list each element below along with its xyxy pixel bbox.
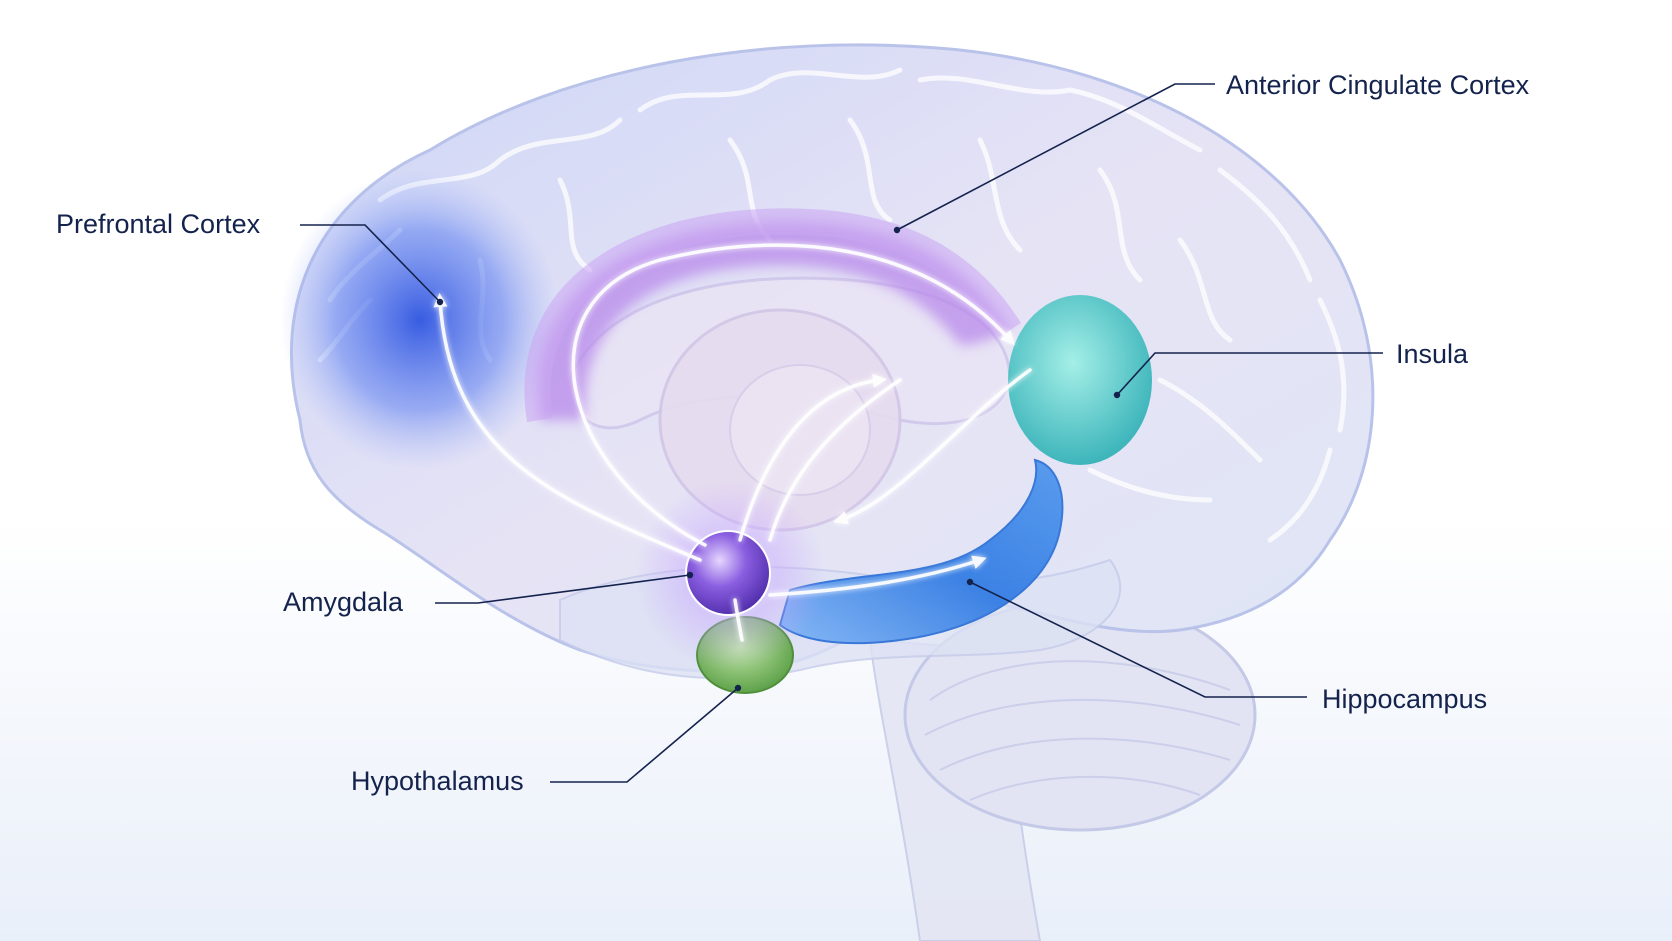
leader-insula <box>1113 352 1383 399</box>
label-amygdala: Amygdala <box>283 587 404 617</box>
label-hippocampus: Hippocampus <box>1322 684 1488 714</box>
label-anterior-cingulate-cortex: Anterior Cingulate Cortex <box>1226 70 1530 100</box>
leader-prefrontal <box>300 224 444 306</box>
hippocampus-shape <box>778 458 1064 645</box>
pathway-amygdala-cingulate <box>571 243 1015 547</box>
amygdala-shape <box>685 530 771 616</box>
pathway-amygdala-hippocampus <box>768 555 987 597</box>
insula-shape <box>1008 295 1152 465</box>
leader-anterior-cingulate <box>893 83 1215 234</box>
leader-hypothalamus <box>550 684 742 783</box>
prefrontal-region <box>280 170 560 470</box>
pathway-thalamus-amygdala <box>768 378 902 542</box>
pathway-amygdala-hypothalamus <box>733 598 744 642</box>
leader-hippocampus <box>966 578 1307 698</box>
label-hypothalamus: Hypothalamus <box>351 766 524 796</box>
pathway-amygdala-thalamus <box>738 373 887 542</box>
label-insula: Insula <box>1396 339 1469 369</box>
pathway-amygdala-prefrontal <box>433 293 702 562</box>
leader-amygdala <box>435 571 694 604</box>
pathway-insula-amygdala <box>833 368 1032 525</box>
anterior-cingulate-band <box>537 221 1010 420</box>
label-prefrontal-cortex: Prefrontal Cortex <box>56 209 261 239</box>
